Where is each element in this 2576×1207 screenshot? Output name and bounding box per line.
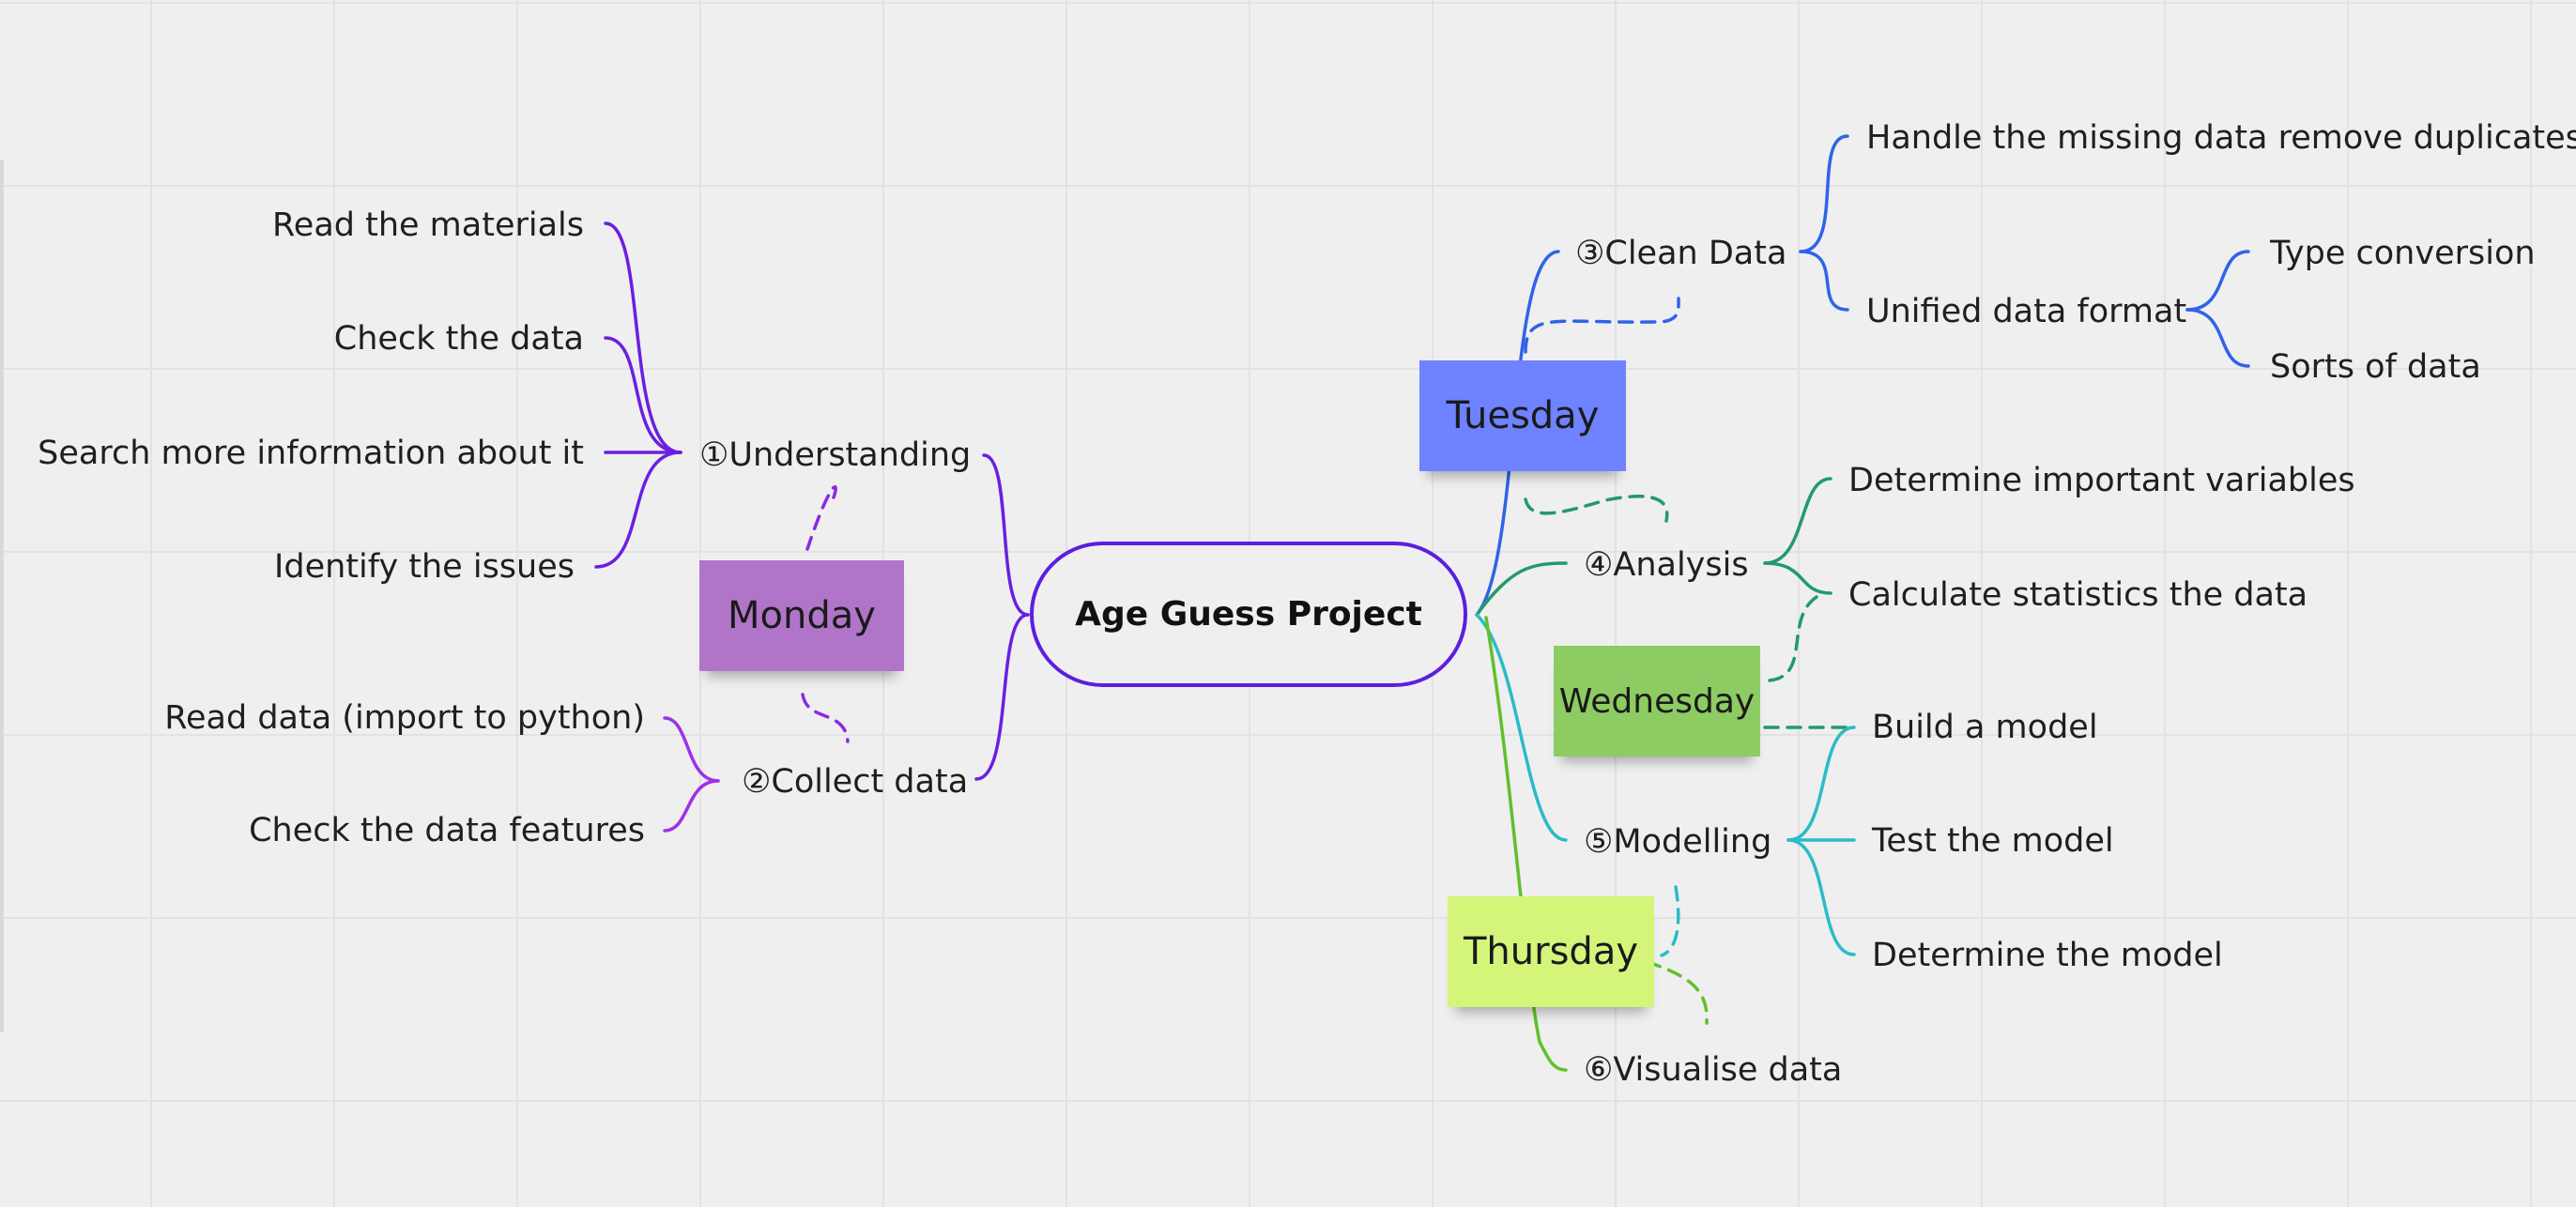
central-topic-label: Age Guess Project (1075, 595, 1422, 634)
connector-center-collect (974, 613, 1030, 781)
wednesday-connectors (1475, 477, 1856, 729)
tuesday-dashed-link (1524, 297, 1680, 354)
connector-unified-sorts (2185, 308, 2250, 368)
topic-check-data-features[interactable]: Check the data features (249, 812, 645, 849)
modelling-connectors (1475, 613, 1856, 957)
topic-read-materials[interactable]: Read the materials (272, 206, 584, 244)
topic-handle-missing[interactable]: Handle the missing data remove duplicate… (1866, 119, 2576, 157)
connector-understanding-identify (594, 451, 682, 569)
branch-understanding[interactable]: ①Understanding (699, 436, 972, 474)
branch-visualise-data[interactable]: ⑥Visualise data (1584, 1051, 1843, 1089)
branch-clean-data[interactable]: ③Clean Data (1575, 235, 1787, 272)
topic-identify-issues[interactable]: Identify the issues (274, 548, 575, 586)
connector-collect-read-data (663, 716, 720, 783)
topic-determine-model[interactable]: Determine the model (1872, 937, 2223, 974)
sticky-monday-label: Monday (728, 594, 876, 637)
monday-dashed-top (805, 485, 837, 551)
thursday-dashed-link (1646, 960, 1709, 1025)
branch-collect-data[interactable]: ②Collect data (742, 763, 969, 801)
topic-unified-format[interactable]: Unified data format (1866, 293, 2187, 330)
connector-clean-missing (1799, 134, 1849, 253)
sticky-thursday[interactable]: Thursday (1448, 896, 1654, 1007)
connector-analysis-statistics (1763, 561, 1832, 595)
connector-understanding-read (604, 222, 682, 454)
canvas-left-edge (0, 160, 4, 1032)
topic-build-model[interactable]: Build a model (1872, 709, 2098, 746)
topic-sorts-of-data[interactable]: Sorts of data (2270, 348, 2481, 386)
connector-modelling-build (1786, 726, 1856, 842)
sticky-tuesday[interactable]: Tuesday (1419, 360, 1626, 471)
topic-check-data[interactable]: Check the data (333, 320, 584, 358)
connector-collect-features (663, 779, 720, 833)
connector-center-modelling (1475, 613, 1568, 842)
sticky-monday[interactable]: Monday (699, 560, 904, 671)
branch-modelling[interactable]: ⑤Modelling (1584, 823, 1772, 861)
connector-analysis-variables (1763, 477, 1832, 565)
sticky-thursday-label: Thursday (1464, 930, 1638, 973)
topic-important-variables[interactable]: Determine important variables (1848, 462, 2355, 499)
connector-modelling-determine (1786, 838, 1856, 956)
connector-understanding-check (604, 336, 682, 454)
topic-read-data-python[interactable]: Read data (import to python) (164, 699, 645, 737)
wednesday-dashed-link-right (1768, 595, 1818, 682)
connector-center-analysis (1475, 561, 1568, 617)
sticky-wednesday[interactable]: Wednesday (1554, 646, 1760, 756)
monday-connectors (594, 222, 1030, 781)
topic-search-information[interactable]: Search more information about it (38, 435, 584, 472)
sticky-wednesday-label: Wednesday (1558, 681, 1756, 721)
collect-connectors (663, 716, 720, 833)
sticky-tuesday-label: Tuesday (1446, 394, 1600, 437)
modelling-dashed-link (1660, 885, 1680, 957)
monday-dashed-bottom (801, 693, 850, 743)
central-topic[interactable]: Age Guess Project (1030, 542, 1467, 687)
wednesday-dashed-link-top (1524, 495, 1669, 523)
connector-center-understanding (982, 453, 1030, 617)
topic-calculate-statistics[interactable]: Calculate statistics the data (1848, 576, 2308, 614)
connector-clean-unified (1799, 250, 1849, 312)
monday-dashed-links (801, 485, 850, 743)
connector-unified-type (2185, 250, 2250, 312)
topic-test-model[interactable]: Test the model (1872, 822, 2114, 860)
branch-analysis[interactable]: ④Analysis (1584, 546, 1749, 584)
topic-type-conversion[interactable]: Type conversion (2270, 235, 2536, 272)
